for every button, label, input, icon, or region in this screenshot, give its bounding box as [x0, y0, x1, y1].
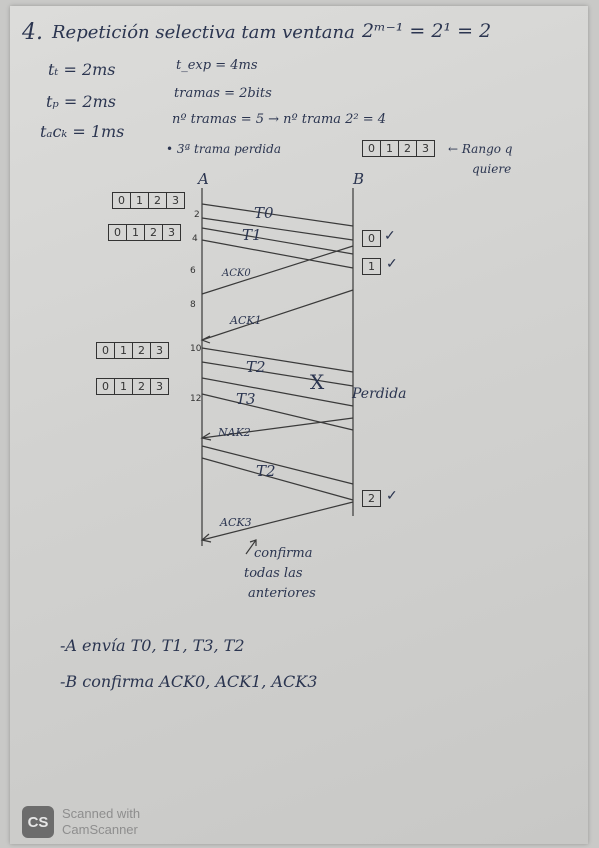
tick-2: 2 [194, 210, 200, 220]
timing-diagram [200, 188, 354, 555]
param-ack-time: tₐcₖ = 1ms [40, 122, 125, 141]
arrow-ack3 [201, 501, 354, 541]
arrow-t2 [201, 347, 354, 373]
label-ack1: ACK1 [230, 314, 262, 327]
window-cell: 0 [113, 193, 131, 208]
window-cell: 1 [115, 379, 133, 394]
check-icon: ✓ [386, 256, 398, 272]
arrow-t2-resend [201, 445, 354, 485]
tick-12: 12 [190, 394, 202, 404]
sequence-range-box: 0 1 2 3 [362, 140, 435, 157]
confirm-note-line1: confirma [254, 546, 313, 561]
arrow-t3 [201, 377, 354, 407]
received-box-0: 0 [362, 230, 381, 247]
exercise-title: Repetición selectiva tam ventana [52, 22, 355, 43]
station-b-label: B [353, 170, 365, 188]
tick-4: 4 [192, 234, 198, 244]
sender-window-4: 0 1 2 3 [96, 378, 169, 395]
lost-cross: X [310, 370, 325, 394]
exercise-number: 4. [22, 20, 43, 45]
label-nak2: NAK2 [218, 426, 251, 439]
label-ack0: ACK0 [222, 268, 251, 279]
window-cell: 0 [97, 343, 115, 358]
sender-window-3: 0 1 2 3 [96, 342, 169, 359]
window-cell: 2 [133, 343, 151, 358]
window-cell: 2 [133, 379, 151, 394]
seq-cell: 1 [381, 141, 399, 156]
param-expiration-time: t_exp = 4ms [176, 58, 258, 73]
received-box-2: 2 [362, 490, 381, 507]
window-cell: 1 [127, 225, 145, 240]
window-cell: 0 [109, 225, 127, 240]
summary-line-b: -B confirma ACK0, ACK1, ACK3 [60, 672, 318, 691]
window-cell: 0 [97, 379, 115, 394]
window-cell: 3 [156, 380, 163, 393]
param-frame-count: nº tramas = 5 → nº trama 2² = 4 [172, 112, 387, 127]
camscanner-watermark: CS Scanned with CamScanner [22, 806, 140, 838]
check-icon: ✓ [384, 228, 396, 244]
window-cell: 2 [145, 225, 163, 240]
window-cell: 2 [149, 193, 167, 208]
lost-label: Perdida [352, 386, 407, 402]
sender-window-1: 0 1 2 3 [112, 192, 185, 209]
seq-cell: 3 [422, 142, 429, 155]
check-icon: ✓ [386, 488, 398, 504]
label-t2: T2 [246, 358, 266, 376]
arrow-t0 [201, 203, 354, 227]
arrow-ack1 [201, 289, 354, 341]
arrow-nak2 [201, 417, 354, 439]
station-a-label: A [198, 170, 209, 188]
confirm-note-line2: todas las [244, 566, 303, 581]
seq-cell: 2 [399, 141, 417, 156]
label-ack3: ACK3 [220, 516, 252, 529]
watermark-text: Scanned with CamScanner [62, 806, 140, 838]
watermark-line1: Scanned with [62, 806, 141, 821]
range-note-line2: quiere [472, 162, 512, 176]
window-cell: 1 [131, 193, 149, 208]
window-cell: 3 [156, 344, 163, 357]
window-cell: 1 [115, 343, 133, 358]
camscanner-logo: CS [22, 806, 54, 838]
label-t1: T1 [242, 226, 262, 244]
label-t3: T3 [236, 390, 256, 408]
range-note-line1: ← Rango q [448, 142, 513, 156]
tick-8: 8 [190, 300, 196, 310]
lost-frame-note: • 3ª trama perdida [166, 142, 281, 156]
arrow-ack0 [201, 245, 354, 295]
label-t2-resend: T2 [256, 462, 276, 480]
tick-10: 10 [190, 344, 202, 354]
param-transmission-time: tₜ = 2ms [48, 60, 116, 79]
arrow-t1 [201, 227, 354, 255]
confirm-note-line3: anteriores [248, 586, 316, 601]
summary-line-a: -A envía T0, T1, T3, T2 [60, 636, 245, 655]
label-t0: T0 [254, 204, 274, 222]
received-box-1: 1 [362, 258, 381, 275]
window-cell: 3 [172, 194, 179, 207]
window-cell: 3 [168, 226, 175, 239]
watermark-line2: CamScanner [62, 822, 138, 837]
scanned-page: 4. Repetición selectiva tam ventana 2ᵐ⁻¹… [10, 6, 588, 844]
seq-cell: 0 [363, 141, 381, 156]
param-propagation-time: tₚ = 2ms [46, 92, 116, 111]
window-size-formula: 2ᵐ⁻¹ = 2¹ = 2 [362, 20, 492, 42]
tick-6: 6 [190, 266, 196, 276]
param-frame-bits: tramas = 2bits [174, 86, 272, 101]
sender-window-2: 0 1 2 3 [108, 224, 181, 241]
